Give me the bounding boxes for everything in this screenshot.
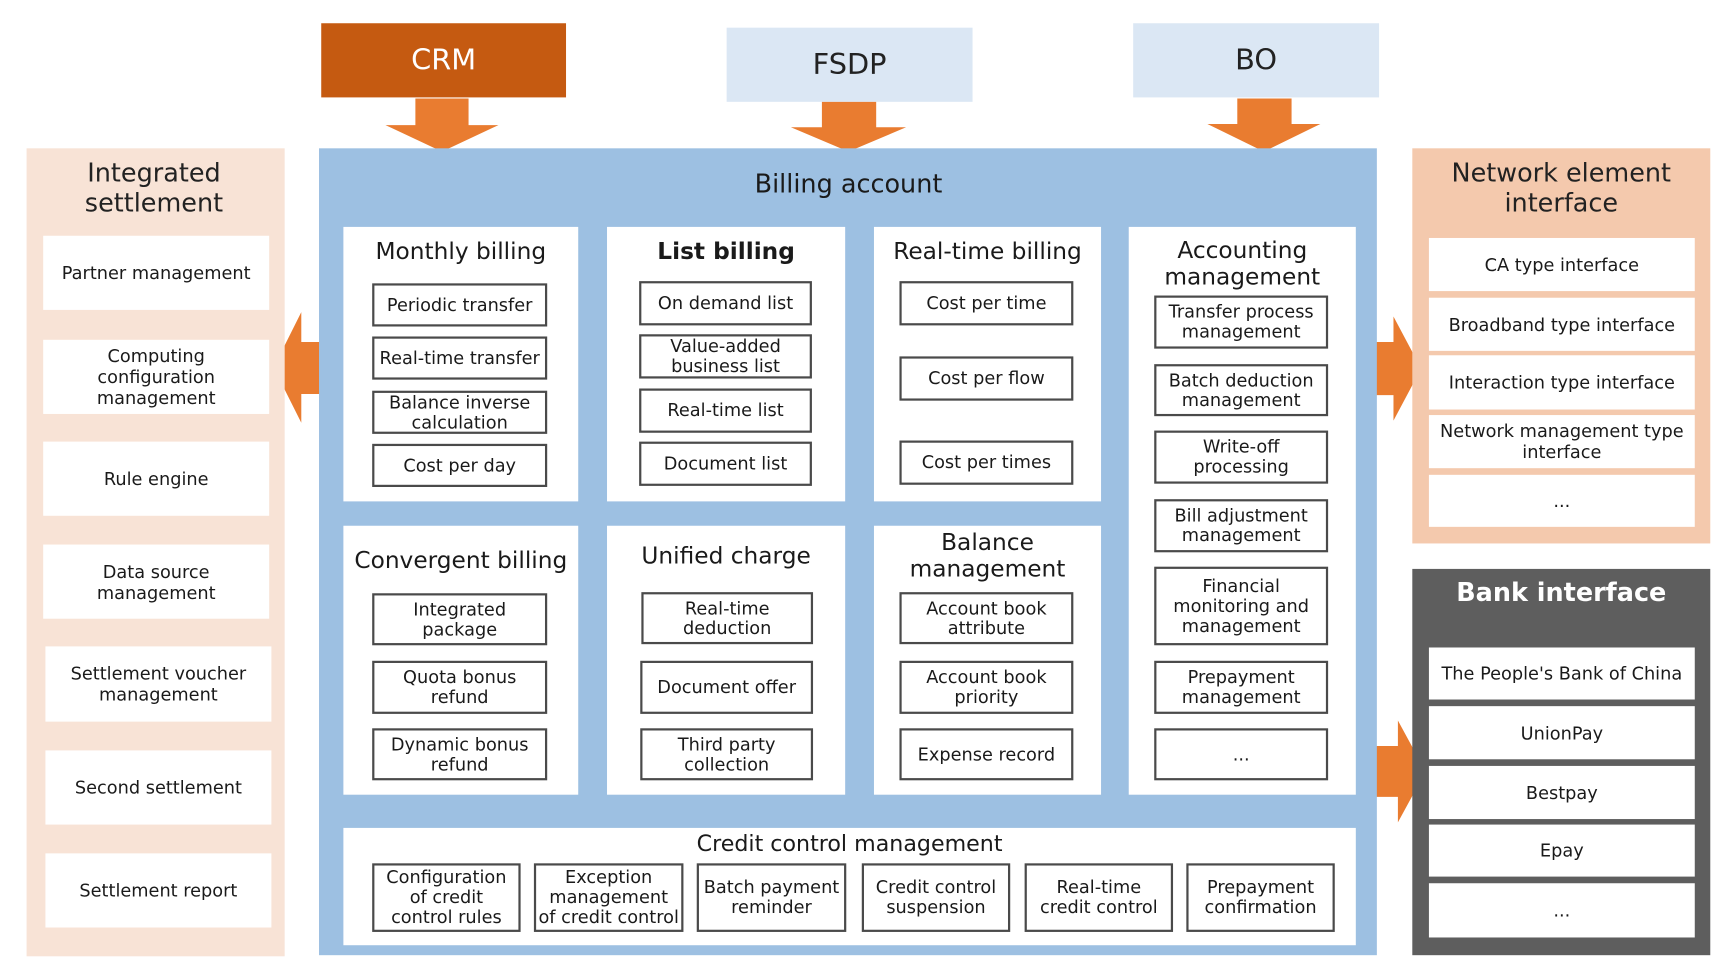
crm-box: CRM	[321, 23, 567, 98]
bank-interface-title: Bank interface	[1456, 578, 1667, 608]
credit-control-item: Configuration of credit control rules	[372, 863, 521, 932]
network-element-interface-title: Network element interface	[1451, 159, 1672, 219]
monthly-billing-item: Cost per day	[372, 443, 548, 488]
balance-management-item: Account book attribute	[899, 592, 1074, 645]
bank-item-unionpay: UnionPay	[1428, 706, 1695, 760]
bank-item-pboc: The People's Bank of China	[1428, 647, 1695, 700]
accounting-management-item: Transfer process management	[1154, 295, 1329, 349]
ne-item-ca: CA type interface	[1428, 237, 1695, 292]
convergent-billing-item: Dynamic bonus refund	[372, 728, 548, 781]
list-billing-item: Document list	[639, 441, 812, 486]
credit-control-item: Credit control suspension	[861, 863, 1011, 932]
billing-account-title: Billing account	[754, 170, 943, 200]
monthly-billing-item: Periodic transfer	[372, 283, 548, 327]
accounting-management-title: Accounting management	[1164, 236, 1321, 290]
credit-control-title: Credit control management	[696, 830, 1003, 857]
fsdp-down-arrow	[790, 101, 907, 152]
realtime-billing-item: Cost per time	[899, 281, 1074, 326]
fsdp-box: FSDP	[726, 27, 973, 102]
realtime-billing-item: Cost per times	[899, 440, 1074, 485]
bank-right-arrow	[1371, 720, 1426, 823]
unified-charge-item: Third party collection	[640, 728, 814, 781]
ne-item-interaction: Interaction type interface	[1428, 355, 1695, 410]
unified-charge-title: Unified charge	[641, 542, 811, 569]
unified-charge-item: Document offer	[640, 660, 814, 714]
list-billing-item: On demand list	[639, 281, 812, 326]
accounting-management-item: ...	[1154, 728, 1329, 781]
bo-down-arrow	[1207, 98, 1321, 152]
crm-down-arrow	[385, 98, 499, 152]
settlement-item-computing-config: Computing configuration management	[43, 339, 270, 414]
crm-label: CRM	[411, 43, 477, 77]
ne-item-more: ...	[1428, 474, 1695, 527]
monthly-billing-title: Monthly billing	[375, 237, 547, 265]
balance-management-title: Balance management	[909, 529, 1066, 583]
monthly-billing-item: Balance inverse calculation	[372, 390, 548, 434]
settlement-item-data-source: Data source management	[43, 544, 270, 619]
accounting-management-item: Prepayment management	[1154, 660, 1329, 714]
integrated-settlement-title: Integrated settlement	[84, 159, 224, 219]
balance-management-item: Expense record	[899, 728, 1074, 781]
convergent-billing-item: Integrated package	[372, 593, 548, 646]
bo-box: BO	[1133, 23, 1380, 98]
accounting-management-item: Write-off processing	[1154, 430, 1329, 484]
ne-item-network-management: Network management type interface	[1428, 415, 1695, 469]
credit-control-item: Batch payment reminder	[696, 863, 847, 932]
accounting-management-item: Bill adjustment management	[1154, 499, 1329, 553]
settlement-item-rule-engine: Rule engine	[43, 441, 270, 516]
credit-control-item: Exception management of credit control	[533, 863, 684, 932]
fsdp-label: FSDP	[812, 48, 887, 82]
bank-item-more: ...	[1428, 883, 1695, 938]
convergent-billing-item: Quota bonus refund	[372, 660, 548, 714]
accounting-management-item: Batch deduction management	[1154, 364, 1329, 417]
credit-control-item: Prepayment confirmation	[1186, 863, 1335, 932]
bank-item-epay: Epay	[1428, 824, 1695, 877]
bank-item-bestpay: Bestpay	[1428, 765, 1695, 820]
monthly-billing-item: Real-time transfer	[372, 336, 548, 380]
credit-control-item: Real-time credit control	[1024, 863, 1174, 932]
realtime-billing-title: Real-time billing	[893, 237, 1082, 265]
settlement-item-second: Second settlement	[45, 750, 272, 825]
accounting-management-item: Financial monitoring and management	[1154, 566, 1329, 646]
balance-management-item: Account book priority	[899, 660, 1074, 714]
settlement-item-report: Settlement report	[45, 853, 272, 928]
realtime-billing-item: Cost per flow	[899, 356, 1074, 401]
list-billing-item: Real-time list	[639, 388, 812, 433]
network-right-arrow	[1366, 316, 1422, 421]
convergent-billing-title: Convergent billing	[354, 546, 568, 574]
settlement-item-partner: Partner management	[43, 235, 270, 310]
unified-charge-item: Real-time deduction	[641, 592, 814, 645]
bo-label: BO	[1235, 43, 1278, 77]
list-billing-item: Value-added business list	[639, 334, 812, 379]
settlement-left-arrow	[273, 312, 328, 423]
list-billing-title: List billing	[657, 237, 795, 265]
settlement-item-voucher: Settlement voucher management	[45, 646, 272, 722]
ne-item-broadband: Broadband type interface	[1428, 297, 1695, 351]
